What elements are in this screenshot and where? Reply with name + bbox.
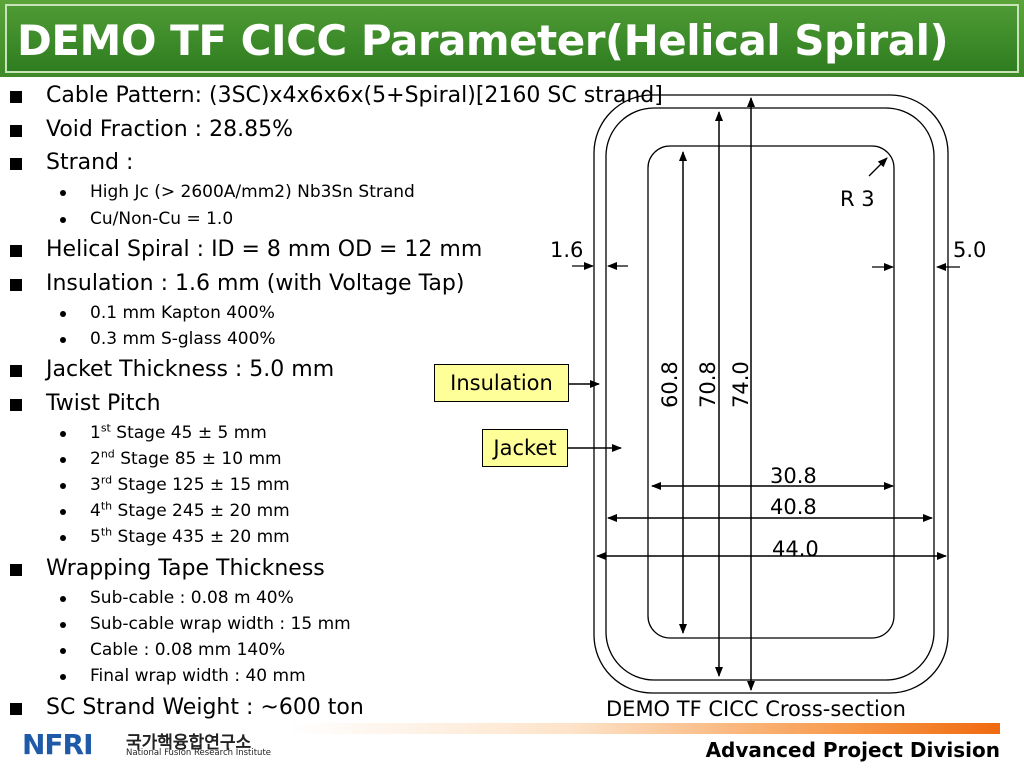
square-bullet-icon [10, 158, 22, 170]
dot-bullet-icon [60, 509, 66, 515]
logo-korean-text: 국가핵융합연구소 [126, 733, 252, 753]
radius-label: R 3 [840, 187, 875, 211]
footer-gradient-bar [288, 723, 1000, 734]
dot-bullet-icon [60, 311, 66, 317]
square-bullet-icon [10, 245, 22, 257]
nfri-logo: NFRI 국가핵융합연구소 National Fusion Research I… [22, 728, 282, 762]
insulation-outline [605, 107, 935, 681]
logo-mark: NFRI [22, 728, 94, 761]
dot-bullet-icon [60, 190, 66, 196]
radius-leader-arrow [868, 157, 888, 177]
square-bullet-icon [10, 564, 22, 576]
width-mid-label: 40.8 [770, 495, 817, 519]
square-bullet-icon [10, 91, 22, 103]
dot-bullet-icon [60, 337, 66, 343]
insulation-callout: Insulation [434, 364, 569, 402]
square-bullet-icon [10, 703, 22, 715]
dot-bullet-icon [60, 535, 66, 541]
title-panel: DEMO TF CICC Parameter(Helical Spiral) [5, 4, 1019, 73]
square-bullet-icon [10, 399, 22, 411]
dot-bullet-icon [60, 674, 66, 680]
dot-bullet-icon [60, 483, 66, 489]
height-outer-label: 74.0 [729, 361, 753, 408]
diagram-caption: DEMO TF CICC Cross-section [606, 697, 906, 721]
title-bar: DEMO TF CICC Parameter(Helical Spiral) [0, 0, 1024, 77]
dot-bullet-icon [60, 457, 66, 463]
jacket-thickness-label: 5.0 [953, 238, 986, 262]
height-inner-label: 60.8 [658, 361, 682, 408]
width-outer-label: 44.0 [772, 537, 819, 561]
square-bullet-icon [10, 125, 22, 137]
dot-bullet-icon [60, 622, 66, 628]
height-mid-label: 70.8 [696, 361, 720, 408]
logo-english-text: National Fusion Research Institute [126, 748, 272, 758]
division-name: Advanced Project Division [705, 738, 1000, 762]
square-bullet-icon [10, 365, 22, 377]
dot-bullet-icon [60, 596, 66, 602]
page-title: DEMO TF CICC Parameter(Helical Spiral) [17, 16, 949, 65]
insulation-thickness-label: 1.6 [550, 238, 583, 262]
width-inner-label: 30.8 [770, 464, 817, 488]
outer-jacket-outline [593, 94, 949, 694]
dot-bullet-icon [60, 648, 66, 654]
square-bullet-icon [10, 279, 22, 291]
dot-bullet-icon [60, 217, 66, 223]
inner-cable-outline [647, 145, 895, 639]
dot-bullet-icon [60, 431, 66, 437]
jacket-callout: Jacket [482, 429, 568, 467]
